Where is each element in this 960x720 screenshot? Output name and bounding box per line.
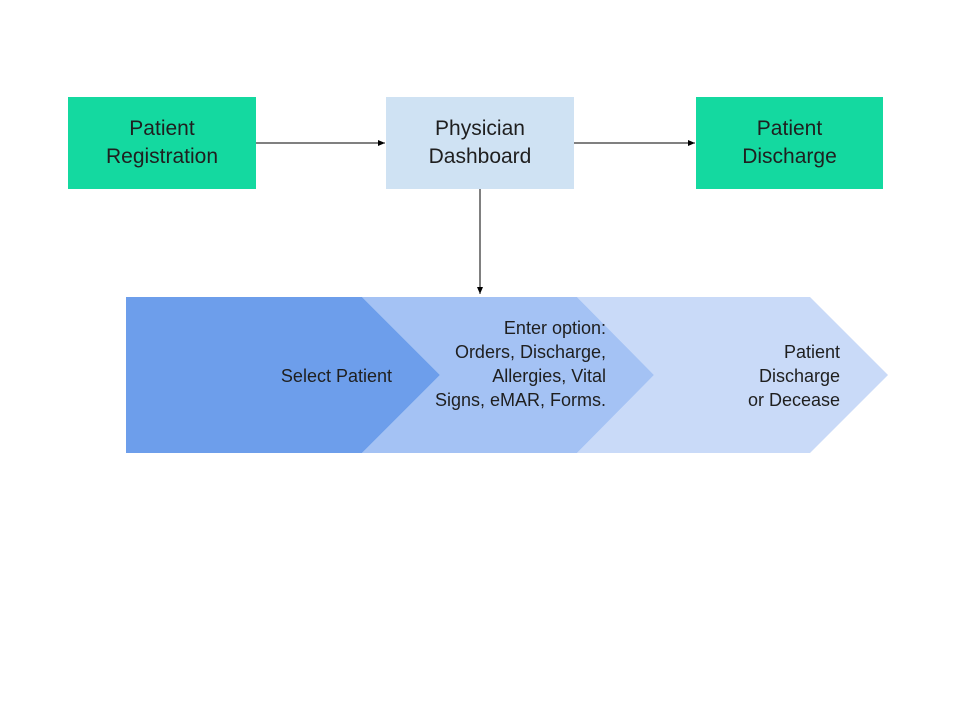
chevron-step-2: [362, 297, 654, 453]
patient-registration-box: Patient Registration: [68, 97, 256, 189]
patient-discharge-box: Patient Discharge: [696, 97, 883, 189]
step-select-patient-label: Select Patient: [280, 366, 392, 386]
step-enter-option-label: Enter option: Orders, Discharge, Allergi…: [434, 318, 606, 410]
chevron-step-1: [126, 297, 440, 453]
physician-dashboard-box: Physician Dashboard: [386, 97, 574, 189]
step-discharge-or-decease-label: Patient Discharge or Decease: [747, 342, 840, 410]
chevron-step-3: [577, 297, 888, 453]
